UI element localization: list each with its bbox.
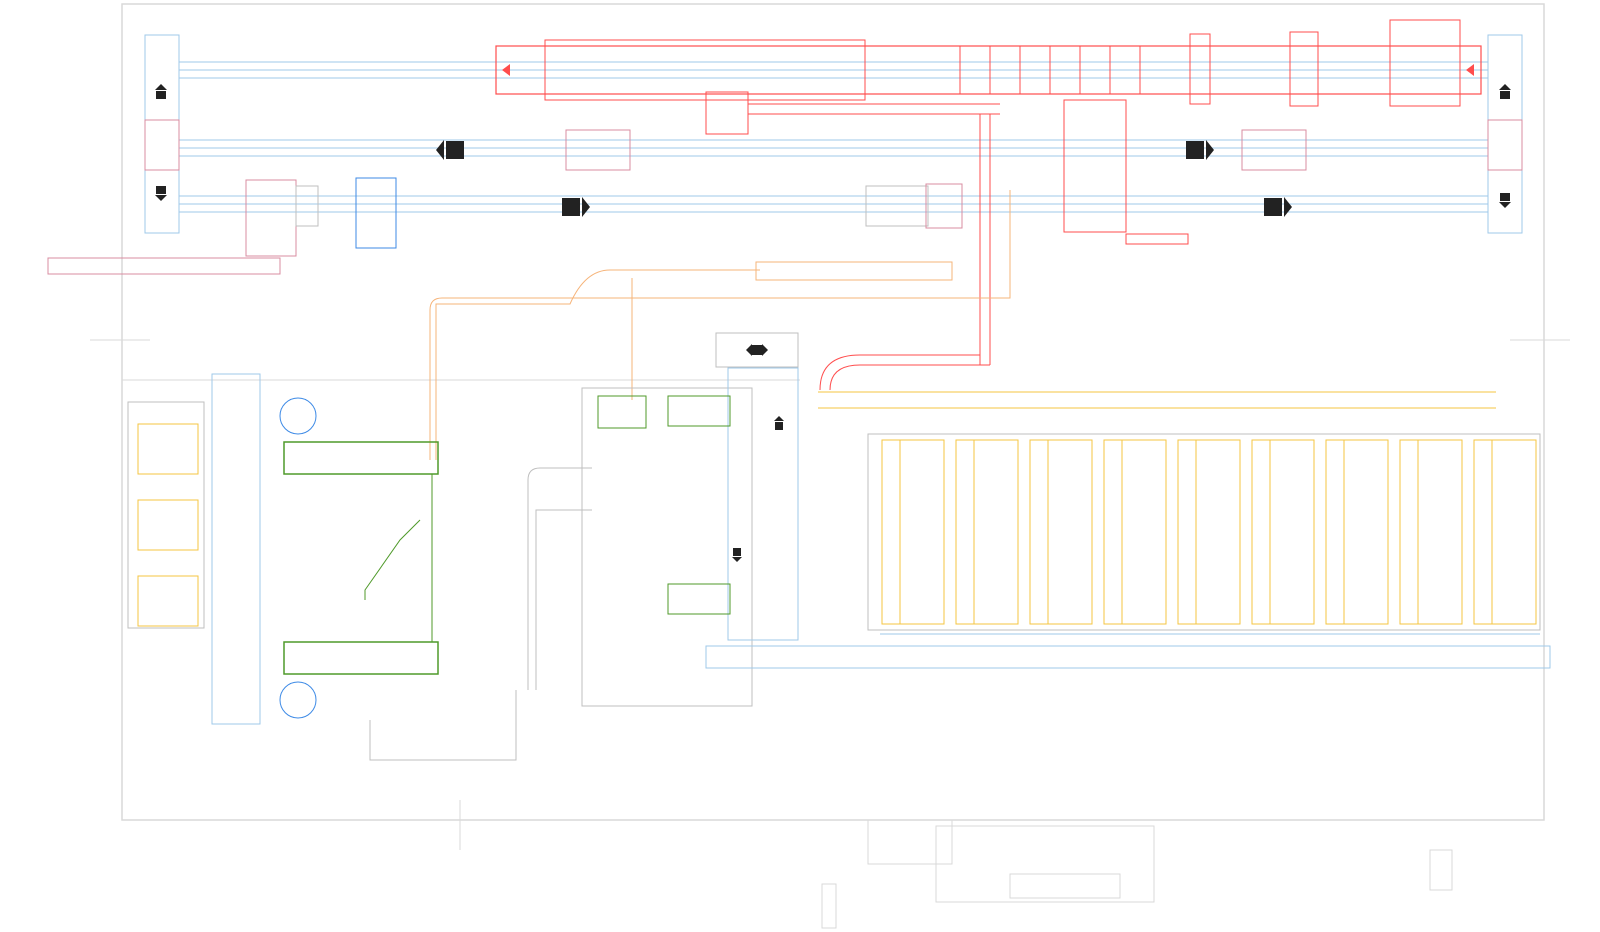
arrow-down-icon xyxy=(1499,193,1511,208)
press-cell xyxy=(955,439,1019,625)
flow-arrow-icon xyxy=(502,64,510,76)
annex-building xyxy=(821,819,1453,929)
arrow-down-icon xyxy=(155,186,167,201)
arrow-right-icon xyxy=(1186,140,1214,160)
arrow-down-icon xyxy=(732,548,742,562)
robot-cell xyxy=(127,373,439,725)
arrow-up-icon xyxy=(1499,84,1511,99)
press-cell xyxy=(881,439,945,625)
workstations-left xyxy=(137,423,199,627)
press-cell xyxy=(1251,439,1315,625)
overhead-conveyor-loop xyxy=(144,34,1523,234)
press-cell xyxy=(1399,439,1463,625)
press-cell xyxy=(1325,439,1389,625)
paint-line xyxy=(495,19,1482,391)
press-cell xyxy=(1177,439,1241,625)
flow-arrow-icon xyxy=(1466,64,1474,76)
direction-arrows xyxy=(155,84,1511,562)
arrow-up-icon xyxy=(155,84,167,99)
paint-booth-racks xyxy=(959,46,1141,94)
press-cell xyxy=(1029,439,1093,625)
double-arrow-icon xyxy=(715,332,799,368)
infeed-line xyxy=(47,177,963,275)
press-cells xyxy=(705,391,1551,669)
arrow-right-icon xyxy=(562,197,590,217)
building-outline xyxy=(90,3,1570,850)
arrow-up-icon xyxy=(774,416,784,430)
arrow-right-icon xyxy=(1264,197,1292,217)
arrow-left-icon xyxy=(436,140,464,160)
press-cell xyxy=(1103,439,1167,625)
overhead-track xyxy=(429,190,1011,460)
press-cell xyxy=(1473,439,1537,625)
central-handling-area xyxy=(369,367,799,761)
